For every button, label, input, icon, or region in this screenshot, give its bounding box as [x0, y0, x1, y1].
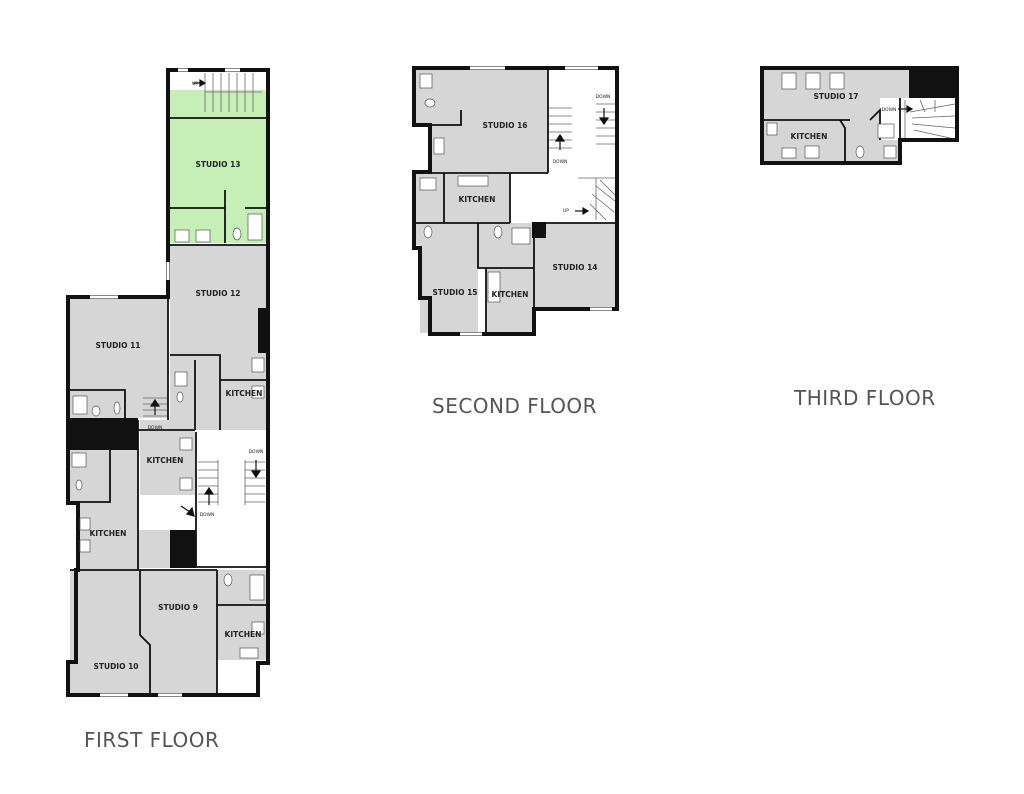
- third-floor-fixtures: [766, 72, 897, 159]
- room-corridor-lower: [138, 530, 170, 568]
- stair-arrows-second: [554, 108, 610, 216]
- label-studio-9: STUDIO 9: [158, 603, 198, 612]
- stairs-first-right: [244, 460, 265, 505]
- label-kitchen-second-a: KITCHEN: [459, 195, 496, 204]
- corridor-first: [138, 495, 196, 530]
- stairs-first-left: [198, 460, 219, 505]
- label-kitchen-b: KITCHEN: [147, 456, 184, 465]
- void-black-c: [258, 308, 267, 353]
- third-floor-plan: STUDIO 17 KITCHEN DOWN: [760, 66, 959, 165]
- stair-label-up: UP: [192, 81, 198, 87]
- label-studio-12: STUDIO 12: [195, 289, 240, 298]
- label-studio-10: STUDIO 10: [93, 662, 138, 671]
- void-black-a: [70, 418, 138, 450]
- label-studio-13: STUDIO 13: [195, 160, 240, 169]
- stair-label-down-b: DOWN: [249, 449, 264, 455]
- room-studio-12: [170, 245, 267, 355]
- label-kitchen-a: KITCHEN: [226, 389, 263, 398]
- stair-label-second-up: UP: [563, 208, 569, 214]
- stair-landing-top: [170, 70, 267, 90]
- stairs-third: [904, 99, 956, 139]
- void-black-b: [170, 530, 196, 568]
- stairs-second: [548, 103, 617, 221]
- third-floor-outer-wall: [760, 66, 959, 165]
- first-floor-title: FIRST FLOOR: [84, 728, 220, 752]
- second-floor-title: SECOND FLOOR: [432, 394, 598, 418]
- first-floor-outer-wall: [66, 68, 270, 697]
- label-kitchen-c: KITCHEN: [90, 529, 127, 538]
- label-kitchen-d: KITCHEN: [225, 630, 262, 639]
- stair-arrows-first: [149, 78, 262, 517]
- room-kitchen-c: [78, 502, 138, 570]
- stair-label-down-c: DOWN: [200, 512, 215, 518]
- stair-label-second-down-a: DOWN: [596, 94, 611, 100]
- room-studio-14: [534, 223, 616, 308]
- first-floor-fixtures: [71, 213, 265, 659]
- room-studio-9: [140, 570, 217, 695]
- second-floor-plan: STUDIO 16 KITCHEN STUDIO 15 KITCHEN STUD…: [412, 66, 619, 336]
- label-studio-14: STUDIO 14: [552, 263, 597, 272]
- second-floor-outer-wall: [412, 66, 619, 336]
- stair-hall-second: [548, 70, 616, 220]
- label-kitchen-third: KITCHEN: [791, 132, 828, 141]
- stairs-top: [204, 73, 262, 112]
- corridor-second: [510, 173, 550, 220]
- label-studio-17: STUDIO 17: [813, 92, 858, 101]
- third-floor-title: THIRD FLOOR: [794, 386, 936, 410]
- label-kitchen-second-b: KITCHEN: [492, 290, 529, 299]
- first-floor-partitions: [70, 117, 267, 695]
- first-floor-plan: STUDIO 13 STUDIO 12 STUDIO 11 KITCHEN KI…: [66, 68, 270, 697]
- room-studio-10: [70, 570, 150, 695]
- stair-hall-first: [196, 432, 267, 567]
- label-studio-16: STUDIO 16: [482, 121, 527, 130]
- stair-label-second-down-b: DOWN: [553, 159, 568, 165]
- void-second: [532, 222, 546, 238]
- label-studio-15: STUDIO 15: [432, 288, 477, 297]
- void-third: [909, 70, 955, 98]
- label-studio-11: STUDIO 11: [95, 341, 140, 350]
- second-floor-windows: [460, 66, 612, 336]
- stair-label-third-down: DOWN: [882, 107, 897, 113]
- second-floor-fixtures: [419, 73, 531, 303]
- room-kitchen-c-upper: [110, 450, 138, 502]
- first-floor-windows: [90, 68, 240, 697]
- stair-label-down-a: DOWN: [148, 425, 163, 431]
